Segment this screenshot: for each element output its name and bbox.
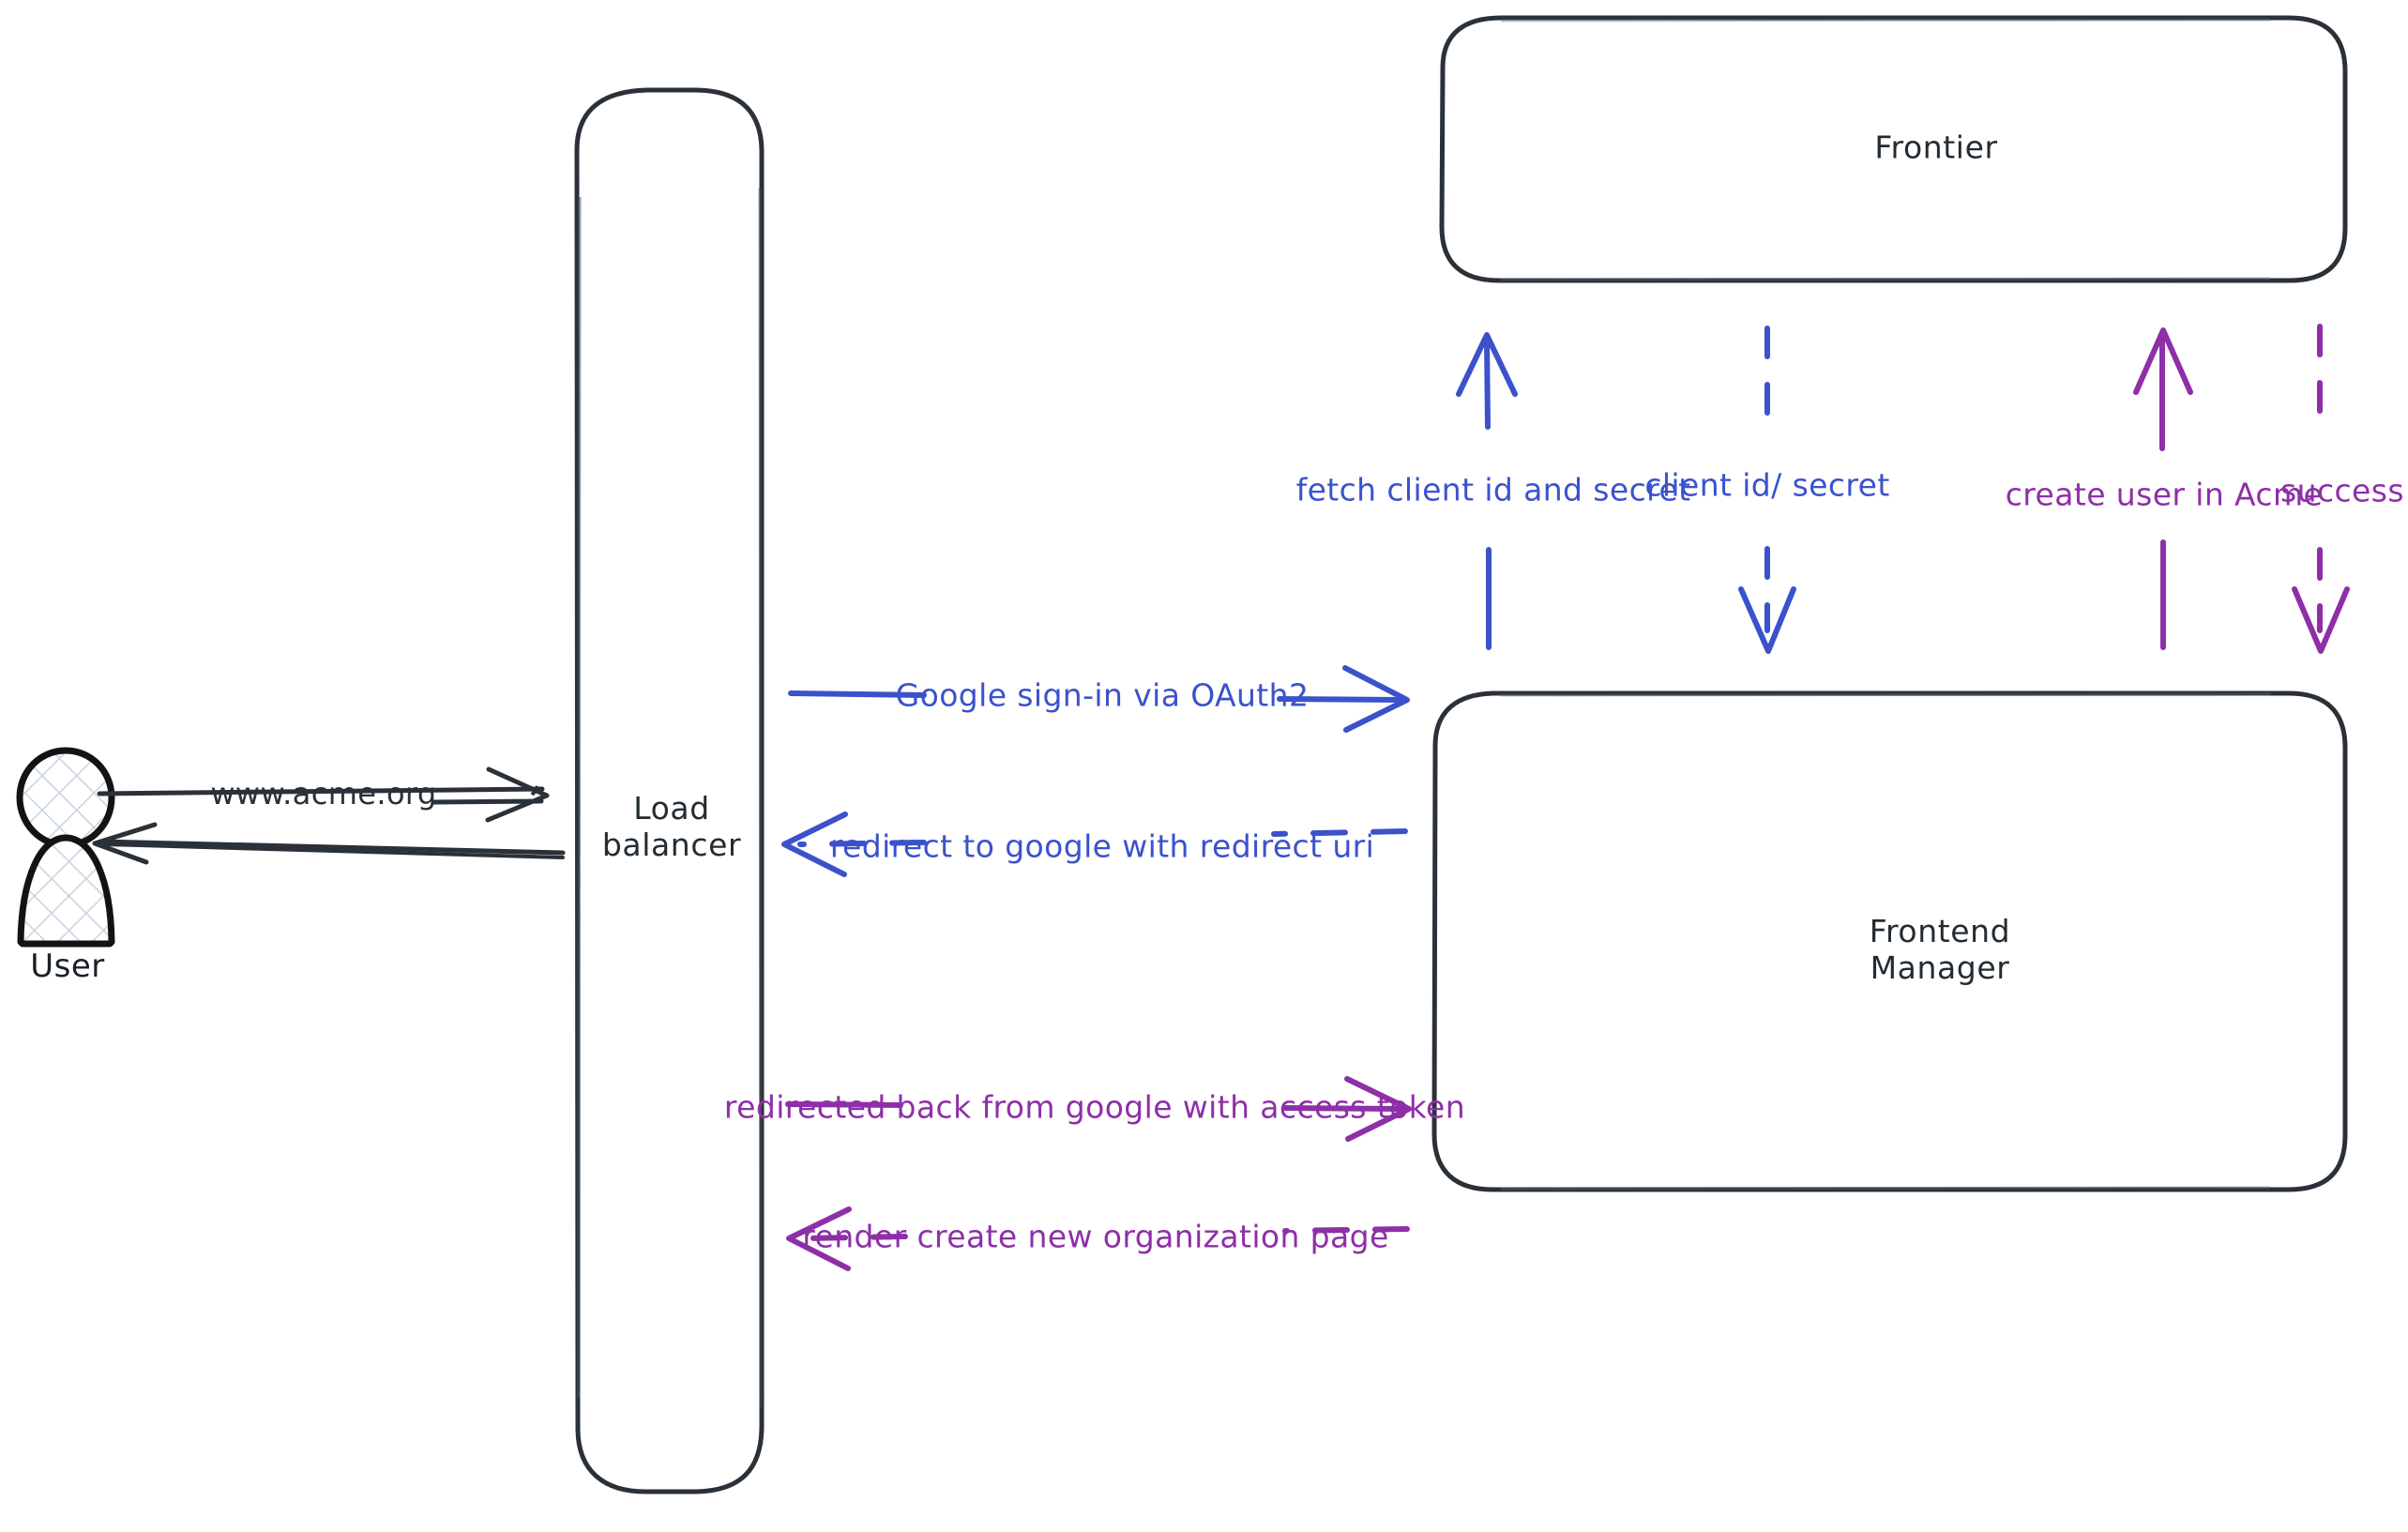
edge-client-id-secret-line <box>1738 326 1796 654</box>
edge-fetch-client-id-and-secret-line <box>1456 332 1518 650</box>
node-frontier-shape[interactable] <box>1439 15 2348 283</box>
edge-redirect-to-google-line <box>781 812 1408 877</box>
edge-load-balancer-to-user-line <box>92 822 566 865</box>
edge-success-line <box>2292 324 2350 654</box>
person-icon <box>16 747 115 948</box>
node-frontend-manager-shape[interactable] <box>1431 690 2348 1192</box>
edge-create-user-in-acme-line <box>2133 327 2193 650</box>
edge-google-signin-via-oauth2-line <box>788 665 1410 733</box>
edge-render-create-new-organization-page-line <box>786 1206 1410 1271</box>
edge-redirected-back-from-google-line <box>785 1076 1412 1142</box>
edge-user-to-load-balancer-line <box>97 766 550 823</box>
node-load-balancer-shape[interactable] <box>574 87 765 1494</box>
